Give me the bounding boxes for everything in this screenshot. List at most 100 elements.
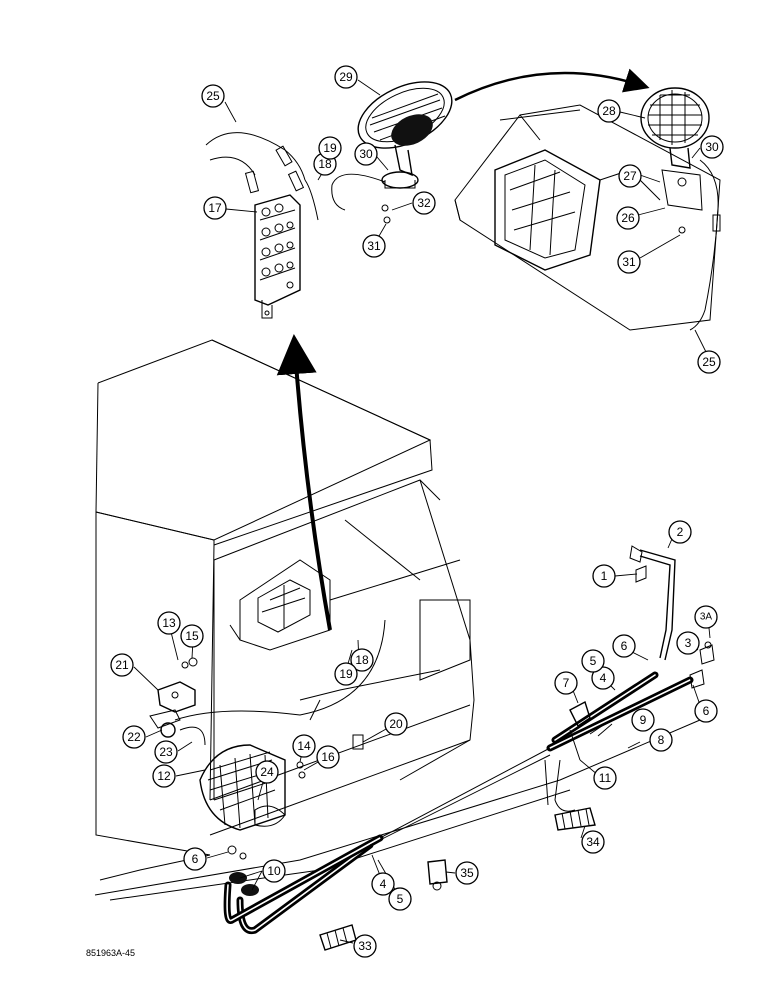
callout-28: 28 — [597, 99, 621, 123]
callout-5-upper: 5 — [581, 649, 605, 673]
svg-text:25: 25 — [206, 89, 220, 103]
callout-23: 23 — [154, 740, 178, 764]
svg-text:1: 1 — [601, 569, 608, 583]
callout-1: 1 — [592, 564, 616, 588]
svg-text:4: 4 — [600, 671, 607, 685]
callout-25-right: 25 — [697, 350, 721, 374]
callout-5-lower: 5 — [388, 887, 412, 911]
callout-10: 10 — [262, 859, 286, 883]
svg-text:30: 30 — [359, 147, 373, 161]
callout-35: 35 — [455, 861, 479, 885]
svg-text:25: 25 — [702, 355, 716, 369]
svg-text:27: 27 — [623, 169, 637, 183]
svg-text:11: 11 — [599, 771, 612, 785]
svg-text:26: 26 — [621, 211, 635, 225]
callout-33: 33 — [353, 934, 377, 958]
svg-text:19: 19 — [339, 667, 353, 681]
svg-text:18: 18 — [318, 157, 332, 171]
svg-text:24: 24 — [260, 765, 274, 779]
svg-text:19: 19 — [323, 141, 337, 155]
clamp-7 — [569, 700, 591, 761]
svg-text:28: 28 — [602, 104, 616, 118]
callout-32: 32 — [412, 191, 436, 215]
callout-26: 26 — [616, 206, 640, 230]
tag-35 — [427, 859, 448, 891]
svg-text:32: 32 — [417, 196, 431, 210]
callout-6-b: 6 — [694, 699, 718, 723]
tube-2 — [629, 545, 715, 689]
fan-29 — [331, 81, 453, 224]
svg-text:30: 30 — [705, 140, 719, 154]
svg-text:34: 34 — [586, 835, 600, 849]
svg-text:9: 9 — [640, 713, 647, 727]
callout-11: 11 — [593, 766, 617, 790]
machine-body-outline — [94, 339, 701, 901]
callout-7: 7 — [554, 671, 578, 695]
svg-text:7: 7 — [563, 676, 570, 690]
svg-text:31: 31 — [367, 239, 381, 253]
svg-text:35: 35 — [460, 866, 474, 880]
svg-text:16: 16 — [321, 750, 335, 764]
svg-text:6: 6 — [703, 704, 710, 718]
callout-9: 9 — [631, 708, 655, 732]
callout-22: 22 — [122, 725, 146, 749]
svg-text:4: 4 — [380, 877, 387, 891]
svg-text:20: 20 — [389, 717, 403, 731]
callout-4-upper: 4 — [591, 666, 615, 690]
small-parts — [181, 657, 364, 896]
wire-23 — [179, 726, 206, 746]
callout-24: 24 — [255, 760, 279, 784]
svg-text:33: 33 — [358, 939, 372, 953]
callout-30-right: 30 — [700, 135, 724, 159]
callout-6-c: 6 — [183, 847, 207, 871]
assembly-arrows — [276, 68, 650, 631]
svg-text:2: 2 — [677, 525, 684, 539]
callout-12: 12 — [152, 764, 176, 788]
svg-text:3A: 3A — [700, 612, 713, 623]
svg-text:21: 21 — [115, 658, 129, 672]
callout-6-a: 6 — [612, 634, 636, 658]
svg-text:15: 15 — [185, 629, 199, 643]
svg-text:22: 22 — [127, 730, 141, 744]
callout-21: 21 — [110, 653, 134, 677]
svg-text:5: 5 — [397, 892, 404, 906]
callout-19-upper: 19 — [318, 136, 342, 160]
heater-hoses — [223, 671, 694, 935]
svg-text:6: 6 — [621, 639, 628, 653]
wire-harness-upper — [205, 132, 319, 221]
callout-14: 14 — [292, 734, 316, 758]
callout-27: 27 — [618, 164, 642, 188]
callout-15: 15 — [180, 624, 204, 648]
callout-16: 16 — [316, 745, 340, 769]
heater-unit-12 — [199, 744, 286, 831]
callout-31-center: 31 — [362, 234, 386, 258]
sleeve-33 — [319, 924, 357, 951]
callout-19-lower: 19 — [334, 662, 358, 686]
callout-17: 17 — [203, 196, 227, 220]
svg-text:3: 3 — [685, 636, 692, 650]
svg-text:23: 23 — [159, 745, 173, 759]
svg-text:5: 5 — [590, 654, 597, 668]
svg-text:12: 12 — [157, 769, 171, 783]
callout-34: 34 — [581, 830, 605, 854]
svg-text:8: 8 — [658, 733, 665, 747]
svg-text:10: 10 — [267, 864, 281, 878]
callout-8: 8 — [649, 728, 673, 752]
callout-25-upper: 25 — [201, 84, 225, 108]
callout-3a: 3A — [694, 605, 718, 629]
callout-18-lower: 18 — [350, 648, 374, 672]
callout-3: 3 — [676, 631, 700, 655]
svg-text:18: 18 — [355, 653, 369, 667]
figure-id: 851963A-45 — [86, 948, 136, 958]
svg-text:6: 6 — [192, 852, 199, 866]
relay-block — [254, 194, 301, 319]
right-panel-with-fan — [454, 87, 721, 331]
callout-13: 13 — [157, 611, 181, 635]
callout-29: 29 — [334, 65, 358, 89]
svg-text:13: 13 — [162, 616, 176, 630]
leader-lines — [133, 79, 711, 944]
svg-text:31: 31 — [622, 255, 636, 269]
callout-2: 2 — [668, 520, 692, 544]
callout-30-center: 30 — [354, 142, 378, 166]
